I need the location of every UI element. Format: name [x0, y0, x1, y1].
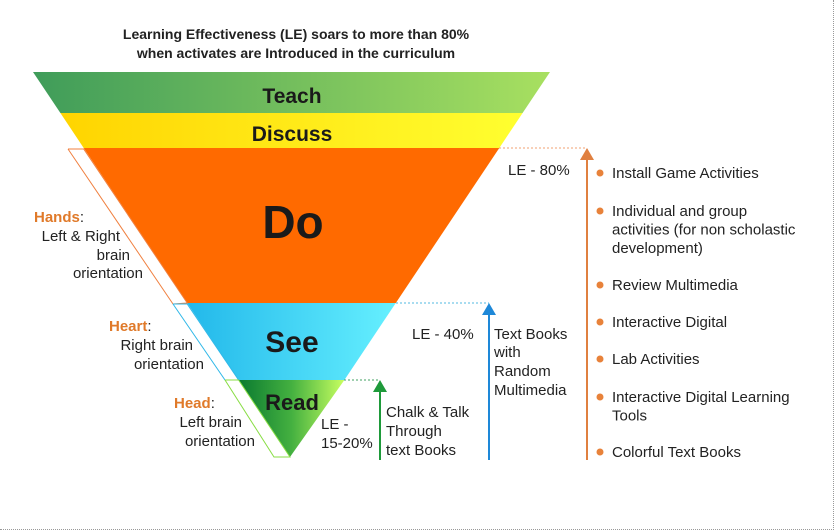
le-read-line-2: 15-20%: [321, 435, 373, 452]
head-line-1: Left brain: [179, 414, 242, 431]
read-arrow-head-icon: [373, 380, 387, 392]
band-see: [187, 303, 396, 380]
title-line-2: when activates are Introduced in the cur…: [136, 45, 455, 61]
le-read-line-1: LE -: [321, 416, 349, 433]
read-method-1: Chalk & Talk: [386, 404, 470, 421]
read-method-2: Through: [386, 423, 442, 440]
bullet-icon: [596, 169, 604, 177]
head-outline: [224, 379, 291, 458]
bullet-icon: [596, 393, 604, 401]
le-do: LE - 80%: [508, 162, 570, 179]
bullet-icon: [596, 355, 604, 363]
bullet-icon: [596, 448, 604, 456]
activity-item: Interactive Digital Learning: [612, 389, 790, 406]
level-do: Do: [262, 196, 323, 248]
bullet-icon: [596, 318, 604, 326]
activity-item: Tools: [612, 408, 647, 425]
heart-line-1: Right brain: [120, 337, 193, 354]
head-line-2: orientation: [185, 433, 255, 450]
hands-label: Hands:: [34, 209, 84, 226]
see-arrow-head-icon: [482, 303, 496, 315]
see-method-1: Text Books: [494, 326, 567, 343]
level-discuss: Discuss: [252, 123, 333, 146]
activity-item: Install Game Activities: [612, 165, 759, 182]
do-arrow-head-icon: [580, 148, 594, 160]
band-do: [83, 148, 500, 303]
bullet-icon: [596, 281, 604, 289]
activity-item: Colorful Text Books: [612, 444, 741, 461]
activity-item: development): [612, 240, 703, 257]
see-method-3: Random: [494, 363, 551, 380]
hands-line-1: Left & Right: [42, 228, 121, 245]
band-teach: [33, 72, 550, 113]
le-see: LE - 40%: [412, 326, 474, 343]
level-teach: Teach: [262, 85, 321, 108]
head-label: Head:: [174, 395, 215, 412]
see-method-2: with: [493, 344, 521, 361]
level-see: See: [265, 326, 318, 359]
heart-line-2: orientation: [134, 356, 204, 373]
band-discuss: [60, 113, 523, 148]
hands-outline: [67, 148, 189, 305]
title-line-1: Learning Effectiveness (LE) soars to mor…: [123, 26, 470, 42]
heart-label: Heart:: [109, 318, 152, 335]
hands-line-3: orientation: [73, 265, 143, 282]
activity-item: activities (for non scholastic: [612, 222, 796, 239]
level-read: Read: [265, 390, 319, 415]
band-read: [238, 380, 345, 457]
activity-item: Review Multimedia: [612, 277, 739, 294]
activity-item: Individual and group: [612, 203, 747, 220]
bullet-icon: [596, 207, 604, 215]
hands-line-2: brain: [97, 247, 130, 264]
read-method-3: text Books: [386, 442, 456, 459]
activity-item: Lab Activities: [612, 351, 700, 368]
activity-item: Interactive Digital: [612, 314, 727, 331]
see-method-4: Multimedia: [494, 382, 567, 399]
